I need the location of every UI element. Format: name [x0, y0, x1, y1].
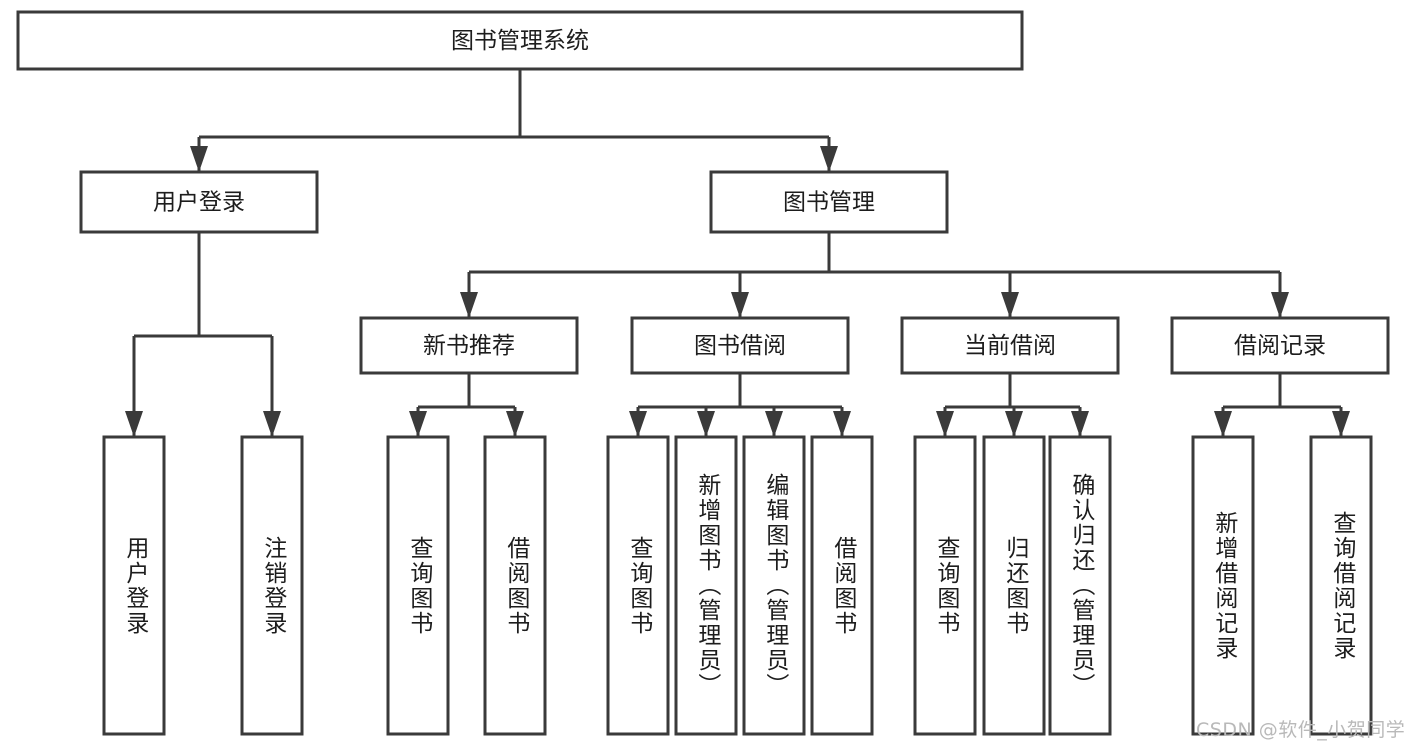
node-box-root: [16, 10, 1024, 71]
conn-borrow-leaves-arrowhead-leaf-edit-book-admin: [765, 411, 783, 437]
conn-recommend-leaves-arrowhead-leaf-query-book-rec: [409, 411, 427, 437]
node-label-book-borrow: 图书借阅: [694, 333, 786, 359]
node-label-book-management: 图书管理: [783, 190, 875, 216]
node-box-book-borrow: [630, 316, 850, 375]
node-label-current-borrow: 当前借阅: [964, 333, 1056, 359]
conn-record-leaves-arrowhead-leaf-query-borrow-record: [1332, 411, 1350, 437]
conn-root-level2-arrowhead-user-login: [190, 146, 208, 172]
node-box-book-management: [709, 170, 949, 234]
boxes-layer: [16, 10, 1390, 736]
connectors-layer: [125, 69, 1350, 437]
node-box-leaf-logout: [240, 435, 304, 736]
node-box-leaf-query-book-bor: [606, 435, 670, 736]
conn-borrow-leaves-arrowhead-leaf-add-book-admin: [697, 411, 715, 437]
watermark-text: CSDN @软件_小贺同学: [1196, 719, 1405, 741]
node-label-user-login: 用户登录: [153, 190, 245, 216]
node-box-borrow-record: [1170, 316, 1390, 375]
conn-recommend-leaves-arrowhead-leaf-borrow-book-rec: [506, 411, 524, 437]
node-box-leaf-edit-book-admin: [742, 435, 806, 736]
node-box-leaf-user-login: [102, 435, 166, 736]
node-box-leaf-borrow-book-rec: [483, 435, 547, 736]
node-box-leaf-query-book-rec: [386, 435, 450, 736]
node-box-leaf-query-book-cur: [913, 435, 977, 736]
node-label-borrow-record: 借阅记录: [1234, 333, 1326, 359]
conn-current-leaves-arrowhead-leaf-return-book: [1005, 411, 1023, 437]
node-box-new-book-recommend: [359, 316, 579, 375]
conn-userlogin-leaves-arrowhead-leaf-user-login: [125, 411, 143, 437]
conn-management-level3-arrowhead-book-borrow: [731, 292, 749, 318]
conn-borrow-leaves-arrowhead-leaf-query-book-bor: [629, 411, 647, 437]
conn-borrow-leaves-arrowhead-leaf-borrow-book-bor: [833, 411, 851, 437]
conn-current-leaves-arrowhead-leaf-confirm-return-admin: [1071, 411, 1089, 437]
conn-userlogin-leaves-arrowhead-leaf-logout: [263, 411, 281, 437]
node-box-leaf-query-borrow-record: [1309, 435, 1373, 736]
node-box-leaf-add-borrow-record: [1191, 435, 1255, 736]
node-label-new-book-recommend: 新书推荐: [423, 333, 515, 359]
conn-current-leaves-arrowhead-leaf-query-book-cur: [936, 411, 954, 437]
node-box-leaf-add-book-admin: [674, 435, 738, 736]
node-box-leaf-confirm-return-admin: [1048, 435, 1112, 736]
node-box-leaf-borrow-book-bor: [810, 435, 874, 736]
conn-management-level3-arrowhead-new-book-recommend: [460, 292, 478, 318]
conn-record-leaves-arrowhead-leaf-add-borrow-record: [1214, 411, 1232, 437]
node-box-current-borrow: [900, 316, 1120, 375]
node-box-leaf-return-book: [982, 435, 1046, 736]
conn-management-level3-arrowhead-current-borrow: [1001, 292, 1019, 318]
conn-management-level3-arrowhead-borrow-record: [1271, 292, 1289, 318]
conn-root-level2-arrowhead-book-management: [820, 146, 838, 172]
node-label-root: 图书管理系统: [451, 28, 589, 54]
node-box-user-login: [79, 170, 319, 234]
